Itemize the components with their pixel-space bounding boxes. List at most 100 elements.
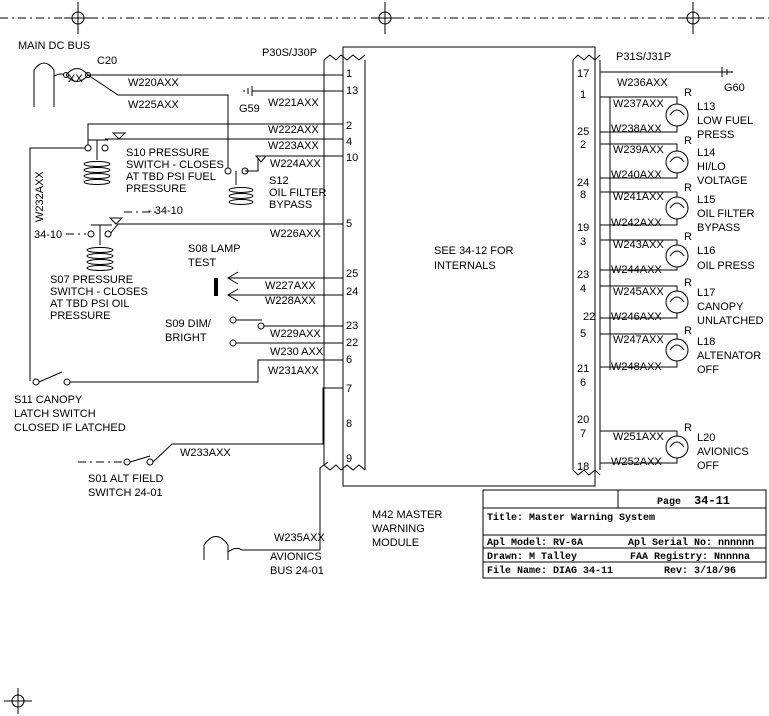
lamp-description: OIL PRESS [697, 260, 755, 272]
module-name: WARNING [372, 523, 425, 535]
wire-label: W221AXX [268, 97, 319, 109]
lamp-l18 [600, 333, 689, 368]
s07-oil-pressure-switch-icon [86, 224, 114, 271]
switch-label: PRESSURE [126, 183, 187, 195]
lamp-resistor-label: R [684, 135, 692, 147]
registration-mark-icon [679, 2, 707, 34]
pin-number: 13 [346, 85, 358, 97]
ref-label: - 34-10 [148, 205, 183, 217]
wire-label: W224AXX [270, 158, 321, 170]
master-warning-module [323, 46, 601, 487]
pin-number: 25 [577, 126, 589, 138]
wire-label: W236AXX [617, 77, 668, 89]
switch-label: S11 CANOPY [14, 394, 83, 406]
wire-label: W230 AXX [270, 346, 324, 358]
switch-label: S12 [269, 175, 289, 187]
connector-label-right: P31S/J31P [616, 51, 671, 63]
pin-number: 2 [346, 120, 352, 132]
pin-number: 10 [346, 152, 358, 164]
switch-label: AT TBD PSI OIL [50, 298, 129, 310]
wire-label: W245AXX [613, 286, 664, 298]
pin-number: 6 [346, 354, 352, 366]
lamp-l20 [600, 430, 689, 464]
switch-label: TEST [188, 257, 216, 269]
switch-label: BRIGHT [165, 332, 207, 344]
lamp-l14 [600, 143, 689, 179]
switch-label: SWITCH - CLOSES [126, 159, 224, 171]
pin-number: 3 [580, 236, 586, 248]
lamp-description: AVIONICS [697, 446, 749, 458]
lamp-description: OFF [697, 460, 719, 472]
wire-label: W231AXX [268, 365, 319, 377]
switch-label: S08 LAMP [188, 243, 241, 255]
switch-label: BYPASS [269, 199, 312, 211]
pin-number: 24 [577, 177, 589, 189]
lamp-description: LOW FUEL [697, 115, 753, 127]
module-note: INTERNALS [434, 260, 496, 272]
wire-label: W238AXX [611, 123, 662, 135]
bus-label: BUS 24-01 [270, 565, 324, 577]
switch-label: CLOSED IF LATCHED [14, 422, 126, 434]
lamp-icon [665, 338, 689, 362]
lamp-id: L20 [697, 432, 715, 444]
pin-number: 4 [580, 283, 586, 295]
pin-number: 1 [580, 89, 586, 101]
pin-number: 5 [580, 328, 586, 340]
lamp-id: L17 [697, 287, 715, 299]
pin-number: 17 [577, 68, 589, 80]
lamp-icon [665, 196, 689, 220]
lamp-icon [665, 435, 689, 459]
lamp-resistor-label: R [684, 231, 692, 243]
pin-number: 19 [577, 222, 589, 234]
module-name: MODULE [372, 537, 419, 549]
wire-label: W227AXX [265, 280, 316, 292]
ground-label: G60 [724, 82, 745, 94]
wire-label: W235AXX [274, 532, 325, 544]
wire-label: W241AXX [613, 191, 664, 203]
title-block-title: Title: Master Warning System [487, 512, 655, 524]
wire-label: W223AXX [268, 140, 319, 152]
wire-label: W239AXX [613, 144, 664, 156]
lamp-id: L13 [697, 101, 715, 113]
switch-label: S07 PRESSURE [50, 274, 133, 286]
registration-mark-icon [64, 2, 92, 34]
pin-number: 6 [580, 377, 586, 389]
lamp-resistor-label: R [684, 277, 692, 289]
pin-number: 8 [580, 189, 586, 201]
wire-label: W246AXX [611, 311, 662, 323]
bus-label: AVIONICS [270, 551, 322, 563]
lamp-description: HI/LO [697, 161, 726, 173]
lamp-resistor-label: R [684, 87, 692, 99]
switch-label: OIL FILTER [269, 187, 327, 199]
left-pin-numbers: 1 13 2 4 10 5 25 24 23 22 6 7 8 9 [346, 68, 358, 465]
wire-label: W248AXX [611, 361, 662, 373]
pin-number: 9 [346, 453, 352, 465]
lamp-icon [665, 290, 689, 314]
lamp-description: OIL FILTER [697, 208, 755, 220]
lamp-icon [665, 244, 689, 268]
wire-label: W242AXX [611, 217, 662, 229]
s10-pressure-switch-icon [83, 139, 111, 185]
c20-label: C20 [97, 55, 117, 67]
pin-number: 24 [346, 286, 358, 298]
lamp-id: L18 [697, 336, 715, 348]
lamp-description: VOLTAGE [697, 175, 747, 187]
switch-label: S10 PRESSURE [126, 147, 209, 159]
pin-number: 7 [580, 428, 586, 440]
lamp-resistor-label: R [684, 422, 692, 434]
lamp-icon [665, 103, 689, 127]
lamp-l13 [600, 96, 689, 133]
s01-alt-field-switch-icon [123, 387, 343, 466]
module-note: SEE 34-12 FOR [434, 245, 514, 257]
s08-lamp-test-switch-icon [214, 271, 343, 302]
wire-label: W220AXX [128, 77, 179, 89]
wire-label: W240AXX [611, 169, 662, 181]
wire-label: W222AXX [268, 124, 319, 136]
avionics-bus-icon [203, 536, 243, 560]
lamp-resistor-label: R [684, 182, 692, 194]
lamp-description: ALTENATOR [697, 350, 761, 362]
switch-label: S01 ALT FIELD [88, 473, 163, 485]
main-dc-bus-label: MAIN DC BUS [18, 40, 90, 52]
registration-mark-icon [4, 688, 32, 714]
